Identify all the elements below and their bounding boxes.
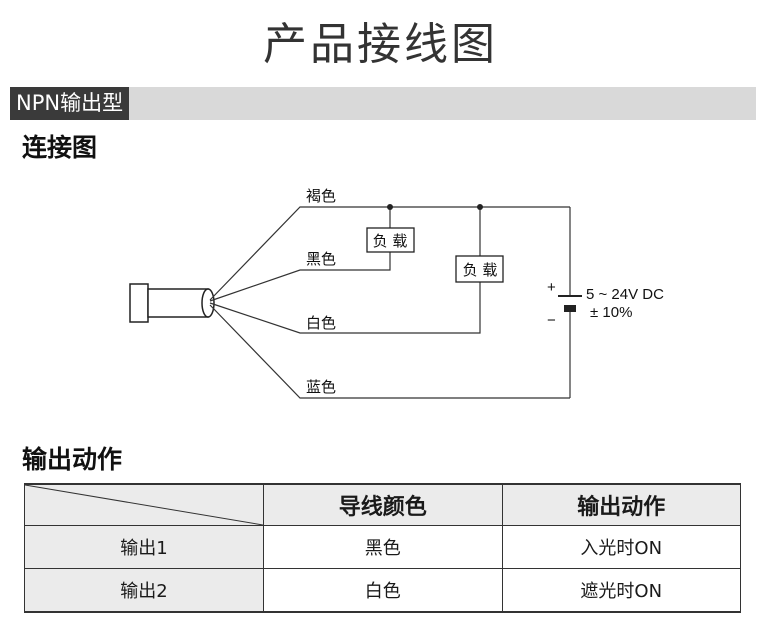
wire-label-brown: 褐色 — [306, 187, 336, 205]
load-box-2 — [455, 255, 504, 283]
battery-plus: + — [547, 279, 556, 296]
power-voltage: 5 ~ 24V DC — [586, 286, 664, 303]
power-tolerance: ± 10% — [590, 304, 632, 321]
table-corner — [24, 483, 264, 526]
row-label: 输出2 — [24, 568, 264, 613]
row-action: 入光时ON — [501, 525, 741, 569]
battery-minus: − — [547, 312, 556, 329]
battery-short-plate — [564, 305, 576, 312]
page-title: 产品接线图 — [263, 19, 498, 70]
wiring-heading: 连接图 — [22, 133, 98, 162]
wiring-diagram: 负 载 负 载 + − 5 ~ 24V DC ± 10% 褐色 黑色 白色 蓝色 — [129, 187, 664, 399]
sensor-body — [129, 283, 149, 323]
load-label-1: 负 载 — [373, 232, 408, 250]
corner-diagonal — [25, 485, 263, 525]
wire-label-blue: 蓝色 — [306, 378, 336, 396]
wire-black — [209, 252, 391, 302]
row-wire-color: 黑色 — [263, 525, 503, 569]
wire-white — [209, 282, 481, 334]
header-wire-color: 导线颜色 — [263, 483, 503, 526]
section-label: NPN输出型 — [10, 87, 130, 120]
table-row: 输出2 白色 遮光时ON — [24, 568, 741, 613]
section-bar: NPN输出型 — [10, 87, 756, 120]
junction-dot — [477, 204, 483, 210]
row-label: 输出1 — [24, 525, 264, 569]
output-table: 导线颜色 输出动作 输出1 黑色 入光时ON 输出2 白色 遮光时ON — [24, 483, 741, 613]
table-row: 输出1 黑色 入光时ON — [24, 525, 741, 569]
row-wire-color: 白色 — [263, 568, 503, 613]
table-header-row: 导线颜色 输出动作 — [24, 483, 741, 526]
output-heading: 输出动作 — [22, 445, 123, 474]
wire-blue — [209, 304, 570, 399]
sensor-cable — [147, 288, 209, 318]
header-output-action: 输出动作 — [501, 483, 741, 526]
junction-dot — [387, 204, 393, 210]
load-box-1 — [366, 227, 415, 253]
load-label-2: 负 载 — [463, 261, 498, 279]
sensor-cable-end — [201, 288, 215, 318]
row-action: 遮光时ON — [501, 568, 741, 613]
wire-label-black: 黑色 — [306, 250, 336, 268]
wire-label-white: 白色 — [306, 314, 336, 332]
